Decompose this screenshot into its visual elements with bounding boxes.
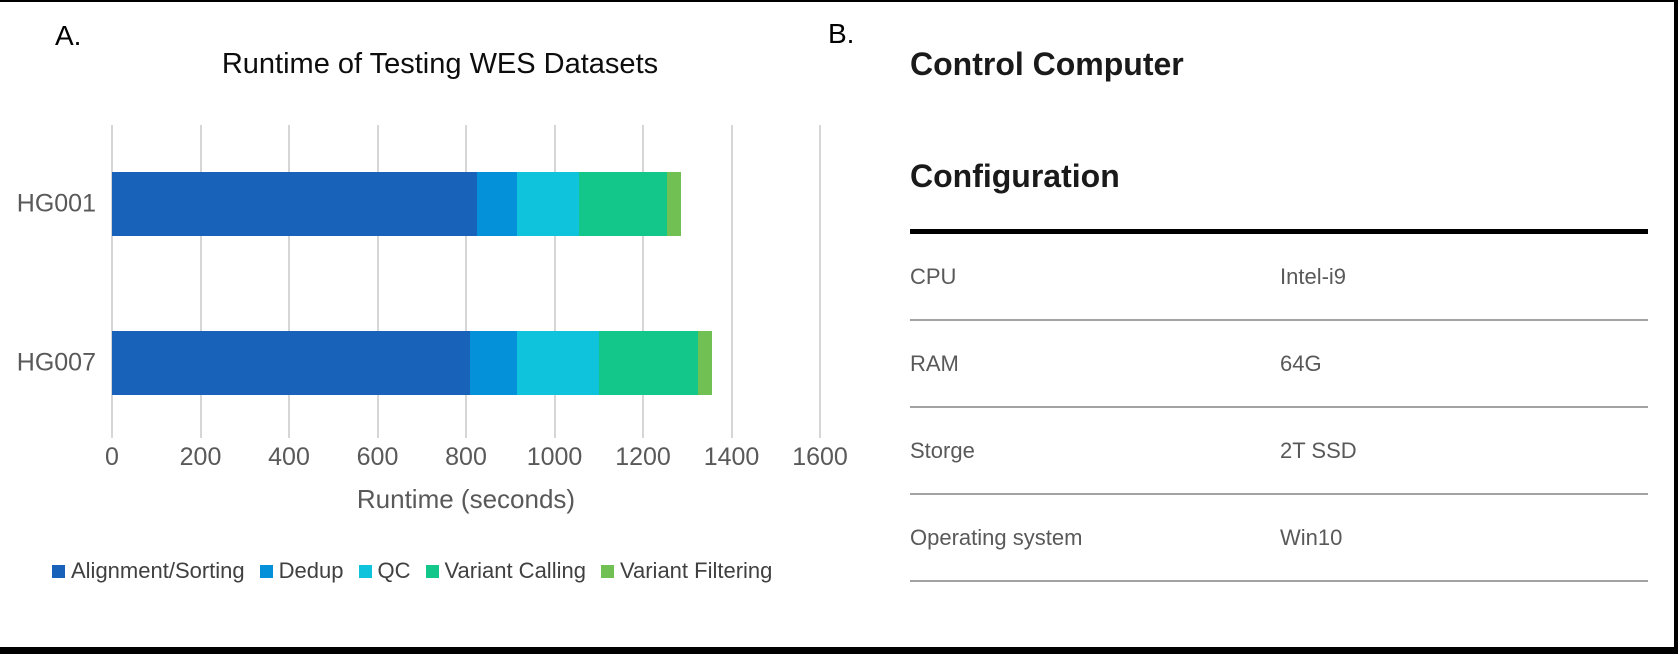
legend-label: QC xyxy=(377,558,411,583)
gridline xyxy=(199,125,202,438)
chart-legend: Alignment/Sorting Dedup QC Variant Calling V… xyxy=(52,558,812,584)
legend-label: Alignment/Sorting xyxy=(71,558,245,583)
gridline xyxy=(553,125,556,438)
bar-segment xyxy=(112,172,478,236)
table-row-label: CPU xyxy=(910,263,957,289)
x-tick-label: 600 xyxy=(356,443,399,471)
gridline xyxy=(111,125,113,438)
x-axis-ticks: 0 200 400 600 800 1000 1200 1400 1600 xyxy=(105,443,848,473)
category-label: HG007 xyxy=(16,348,96,377)
chart-title: Runtime of Testing WES Datasets xyxy=(221,48,659,80)
gridline xyxy=(730,125,733,438)
figure-border-right xyxy=(1674,0,1678,654)
table-row-label: Storge xyxy=(910,437,975,463)
panel-b-label: B. xyxy=(828,18,855,49)
x-axis-title: Runtime (seconds) xyxy=(356,484,576,514)
figure-border-bottom xyxy=(0,647,1678,654)
table-row: Operating system Win10 xyxy=(910,495,1648,582)
panel-a: A. Runtime of Testing WES Datasets HG001… xyxy=(0,20,848,584)
x-tick-label: 1400 xyxy=(703,443,760,471)
table-row: Storge 2T SSD xyxy=(910,408,1648,495)
bar-segment xyxy=(516,172,579,236)
config-table: CPU Intel-i9 RAM 64G Storge 2T SSD Opera… xyxy=(910,229,1648,582)
x-tick-label: 1000 xyxy=(526,443,583,471)
table-row-value: 2T SSD xyxy=(1280,437,1357,463)
gridline xyxy=(819,125,821,438)
x-tick-label: 0 xyxy=(105,443,119,471)
plot-area xyxy=(111,125,821,438)
panel-b-heading-line1: Control Computer xyxy=(910,46,1184,82)
bar-segment xyxy=(516,331,599,395)
bar-segment xyxy=(598,331,699,395)
legend-item: QC xyxy=(358,558,411,584)
x-tick-label: 1200 xyxy=(615,443,671,471)
bar-segment xyxy=(112,331,471,395)
legend-item: Alignment/Sorting xyxy=(52,558,245,584)
figure-border-top xyxy=(0,0,1678,2)
table-row-value: Win10 xyxy=(1280,524,1343,550)
legend-swatch-icon xyxy=(425,564,439,578)
bar-segment xyxy=(578,172,668,236)
bar-segment xyxy=(667,172,681,236)
legend-item: Dedup xyxy=(259,558,344,584)
x-tick-label: 200 xyxy=(179,443,222,471)
x-tick-label: 800 xyxy=(445,443,487,471)
gridline xyxy=(376,125,379,438)
table-row-value: Intel-i9 xyxy=(1280,263,1347,289)
gridline xyxy=(465,125,467,438)
x-tick-label: 400 xyxy=(268,443,310,471)
legend-swatch-icon xyxy=(358,564,372,578)
panel-b-heading-line2: Configuration xyxy=(910,158,1120,194)
table-row: CPU Intel-i9 xyxy=(910,234,1648,321)
bar-segment xyxy=(698,331,712,395)
panel-b: B. Control Computer Configuration CPU In… xyxy=(828,0,1674,654)
category-label: HG001 xyxy=(16,189,96,218)
gridline xyxy=(288,125,290,438)
bar-segment xyxy=(477,172,517,236)
table-row: RAM 64G xyxy=(910,321,1648,408)
table-row-value: 64G xyxy=(1280,350,1322,376)
gridline xyxy=(642,125,644,438)
stacked-bar-hg007 xyxy=(112,331,712,395)
bar-segment xyxy=(470,331,517,395)
table-row-label: RAM xyxy=(910,350,959,376)
legend-label: Variant Calling xyxy=(444,558,586,583)
legend-label: Dedup xyxy=(278,558,344,583)
legend-label: Variant Filtering xyxy=(619,558,773,583)
x-tick-label: 1600 xyxy=(792,443,848,471)
legend-swatch-icon xyxy=(259,564,273,578)
legend-item: Variant Calling xyxy=(425,558,586,584)
panel-a-label: A. xyxy=(55,20,82,51)
table-row-label: Operating system xyxy=(910,524,1083,550)
legend-item: Variant Filtering xyxy=(600,558,773,584)
stacked-bar-hg001 xyxy=(112,172,681,236)
legend-swatch-icon xyxy=(600,564,614,578)
legend-swatch-icon xyxy=(52,564,65,578)
